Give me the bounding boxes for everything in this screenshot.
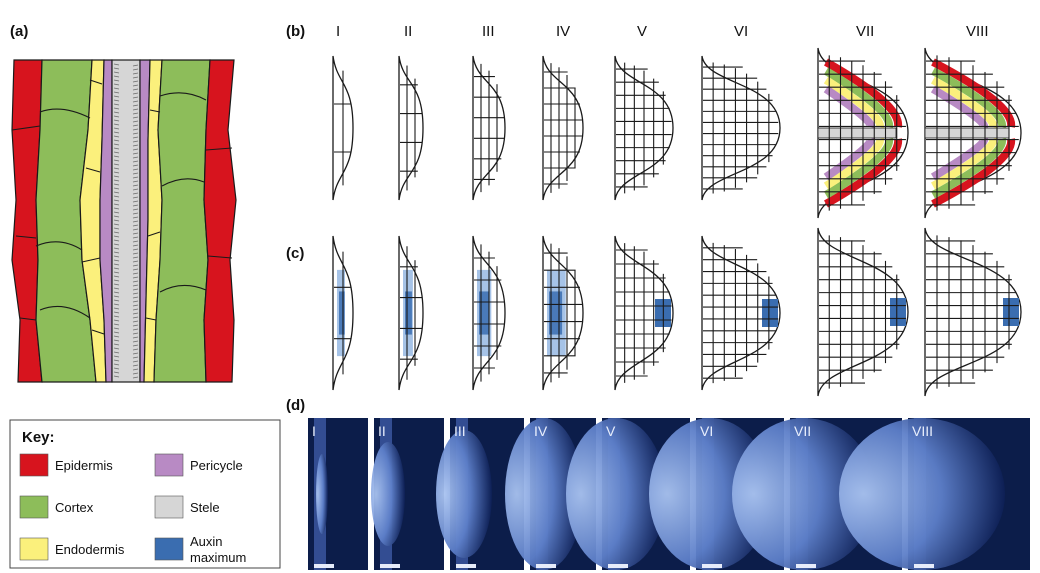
micrograph-label-VII: VII — [794, 423, 811, 439]
primordium-c-III — [473, 236, 505, 390]
primordium-glow — [316, 454, 328, 534]
scale-bar — [914, 564, 934, 568]
micrograph-label-VIII: VIII — [912, 423, 933, 439]
primordium-glow — [839, 418, 1005, 570]
primordium-c-VII — [818, 228, 908, 396]
micrograph-label-III: III — [454, 423, 466, 439]
micrograph-I: I — [308, 418, 368, 570]
primordium-b-VI — [702, 56, 780, 200]
panel-c-primordia — [333, 228, 1021, 396]
panel-c-letter: (c) — [286, 245, 304, 262]
legend-label-cortex: Cortex — [55, 500, 94, 515]
stage-label-II: II — [404, 23, 412, 40]
primordium-c-V — [615, 236, 673, 390]
primordium-c-IV — [543, 236, 583, 390]
legend-swatch-auxin-maximum — [155, 538, 183, 560]
scale-bar — [796, 564, 816, 568]
primordium-outline — [543, 56, 583, 200]
micrograph-VIII: VIII — [839, 418, 1030, 570]
legend-label-epidermis: Epidermis — [55, 458, 113, 473]
panel-a-letter: (a) — [10, 23, 28, 40]
primordium-b-II — [399, 56, 423, 200]
legend-swatch-stele — [155, 496, 183, 518]
panel-b-primordia — [333, 48, 1021, 218]
primordium-b-V — [615, 56, 673, 200]
primordium-c-I — [333, 236, 353, 390]
primordium-outline — [702, 56, 780, 200]
primordium-glow — [371, 442, 405, 546]
cortex-right — [154, 60, 210, 382]
scale-bar — [456, 564, 476, 568]
primordium-c-II — [399, 236, 423, 390]
auxin-maximum — [1003, 298, 1019, 326]
legend-swatch-pericycle — [155, 454, 183, 476]
primordium-b-VIII — [925, 48, 1021, 218]
stele-band — [925, 128, 1009, 138]
primordium-glow — [436, 430, 492, 558]
primordium-c-VIII — [925, 228, 1021, 396]
stage-label-V: V — [637, 23, 647, 40]
stage-label-VII: VII — [856, 23, 874, 40]
primordium-b-IV — [543, 56, 583, 200]
micrograph-label-II: II — [378, 423, 386, 439]
scale-bar — [380, 564, 400, 568]
scale-bar — [314, 564, 334, 568]
legend-label-maximum: maximum — [190, 550, 246, 565]
micrograph-II: II — [371, 418, 444, 570]
stage-label-VI: VI — [734, 23, 748, 40]
primordium-c-VI — [702, 236, 780, 390]
auxin-maximum — [890, 298, 906, 326]
micrograph-label-V: V — [606, 423, 616, 439]
panel-b-letter: (b) — [286, 23, 305, 40]
primordium-b-VII — [818, 48, 908, 218]
micrograph-label-I: I — [312, 423, 316, 439]
primordium-b-III — [473, 56, 505, 200]
legend-swatch-cortex — [20, 496, 48, 518]
micrograph-label-IV: IV — [534, 423, 548, 439]
legend: Key: Epidermis Cortex Endodermis Pericyc… — [10, 420, 280, 568]
auxin-maximum — [762, 299, 778, 327]
legend-title: Key: — [22, 429, 55, 446]
legend-label-pericycle: Pericycle — [190, 458, 243, 473]
legend-label-endodermis: Endodermis — [55, 542, 125, 557]
micrograph-label-VI: VI — [700, 423, 713, 439]
stage-label-VIII: VIII — [966, 23, 989, 40]
scale-bar — [702, 564, 722, 568]
stage-label-I: I — [336, 23, 340, 40]
legend-swatch-epidermis — [20, 454, 48, 476]
stage-label-IV: IV — [556, 23, 570, 40]
stage-label-III: III — [482, 23, 495, 40]
root-tissue-diagram — [10, 60, 240, 382]
scale-bar — [608, 564, 628, 568]
legend-label-auxin: Auxin — [190, 534, 223, 549]
primordium-outline — [399, 56, 423, 200]
scale-bar — [536, 564, 556, 568]
panel-d-letter: (d) — [286, 397, 305, 414]
primordium-b-I — [333, 56, 353, 200]
legend-swatch-endodermis — [20, 538, 48, 560]
auxin-maximum — [339, 291, 345, 334]
legend-label-stele: Stele — [190, 500, 220, 515]
